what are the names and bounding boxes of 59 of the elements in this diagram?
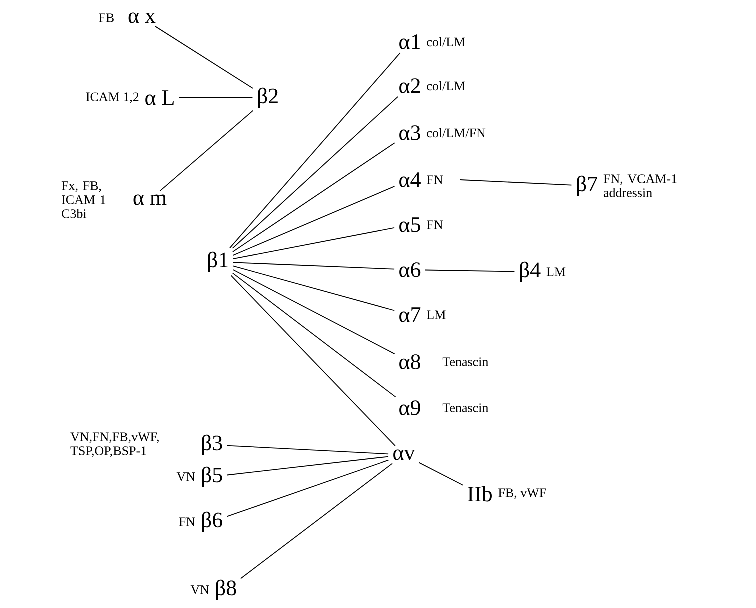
subunit-label: α7 — [400, 308, 421, 322]
subunit-label: α4 — [400, 172, 421, 188]
connector-line — [232, 228, 396, 260]
subunit-label: α L — [146, 90, 174, 106]
connector-line — [232, 262, 395, 270]
subunit-label: β7 — [577, 176, 598, 196]
subunit-label: β8 — [216, 580, 236, 600]
ligand-label: VN — [190, 586, 210, 594]
connector-line — [232, 96, 399, 249]
connector-line — [226, 460, 390, 518]
connector-line — [460, 180, 572, 186]
ligand-label: col/LM/FN — [427, 128, 486, 138]
ligand-label: Tenascin — [442, 404, 488, 412]
ligand-label: FN — [179, 518, 196, 526]
subunit-label: α x — [128, 12, 156, 24]
connector-line — [232, 269, 396, 355]
subunit-label: β2 — [258, 88, 278, 108]
connector-line — [418, 462, 464, 486]
connector-line — [240, 463, 393, 580]
ligand-label: LM — [427, 310, 446, 320]
ligand-label: Fx, FB, ICAM 1 C3bi — [62, 182, 106, 218]
subunit-label: α2 — [400, 78, 420, 94]
connector-line — [230, 275, 396, 446]
subunit-label: β4 — [520, 262, 541, 282]
connector-line — [425, 270, 516, 272]
subunit-label: α8 — [400, 354, 420, 370]
connector-line — [232, 186, 396, 256]
subunit-label: α3 — [400, 126, 420, 140]
ligand-label: VN,FN,FB,vWF, TSP,OP,BSP-1 — [70, 432, 159, 458]
ligand-label: VN — [176, 472, 196, 482]
subunit-label: β6 — [202, 512, 222, 532]
subunit-label: α1 — [400, 34, 420, 50]
ligand-label: FB — [99, 14, 114, 22]
ligand-label: col/LM — [427, 81, 466, 91]
ligand-label: FB, vWF — [498, 488, 546, 500]
subunit-label: IIb — [468, 486, 492, 502]
connector-line — [232, 272, 396, 398]
subunit-label: β3 — [202, 434, 222, 456]
subunit-label: α6 — [400, 262, 421, 278]
ligand-label: LM — [546, 268, 566, 276]
connector-line — [155, 26, 254, 89]
connector-line — [230, 52, 401, 249]
ligand-label: FN — [427, 220, 443, 230]
ligand-label: ICAM 1,2 — [86, 92, 139, 104]
ligand-label: Tenascin — [442, 358, 488, 366]
subunit-label: αv — [394, 450, 416, 460]
connector-line — [160, 110, 254, 192]
ligand-label: FN — [427, 176, 443, 184]
connector-line — [232, 142, 396, 252]
subunit-label: α m — [134, 194, 167, 206]
subunit-label: β5 — [202, 466, 222, 488]
connector-line — [232, 266, 396, 312]
subunit-label: β1 — [208, 252, 228, 272]
ligand-label: FN, VCAM-1 addressin — [604, 174, 677, 198]
subunit-label: α5 — [400, 218, 420, 232]
ligand-label: col/LM — [427, 37, 466, 47]
subunit-label: α9 — [400, 400, 420, 416]
connector-line — [226, 456, 389, 476]
connector-line — [226, 445, 389, 455]
